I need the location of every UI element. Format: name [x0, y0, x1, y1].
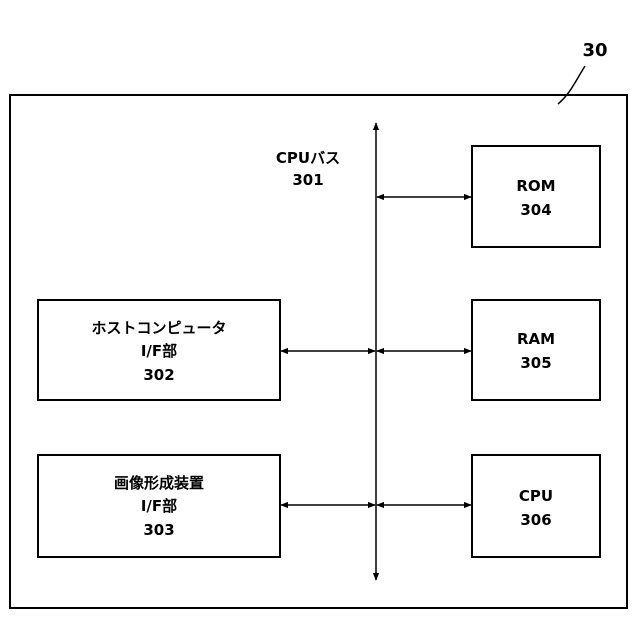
image-if-line2: I/F部: [141, 497, 177, 515]
ram-block: RAM 305: [472, 300, 600, 400]
rom-number: 304: [520, 201, 551, 219]
ram-number: 305: [520, 354, 551, 372]
cpu-number: 306: [520, 511, 551, 529]
device-label: 30: [582, 40, 607, 61]
cpu-bus-name: CPUバス: [276, 149, 340, 167]
ram-name: RAM: [517, 330, 555, 348]
image-if-block: 画像形成装置 I/F部 303: [38, 455, 280, 557]
cpu-block: CPU 306: [472, 455, 600, 557]
cpu-name: CPU: [519, 487, 553, 505]
image-if-number: 303: [143, 521, 174, 539]
rom-block: ROM 304: [472, 146, 600, 247]
host-if-number: 302: [143, 366, 174, 384]
host-if-line2: I/F部: [141, 342, 177, 360]
host-if-line1: ホストコンピュータ: [91, 319, 226, 337]
image-if-line1: 画像形成装置: [114, 474, 204, 492]
host-if-block: ホストコンピュータ I/F部 302: [38, 300, 280, 400]
rom-name: ROM: [516, 177, 555, 195]
cpu-bus-number: 301: [292, 171, 323, 189]
